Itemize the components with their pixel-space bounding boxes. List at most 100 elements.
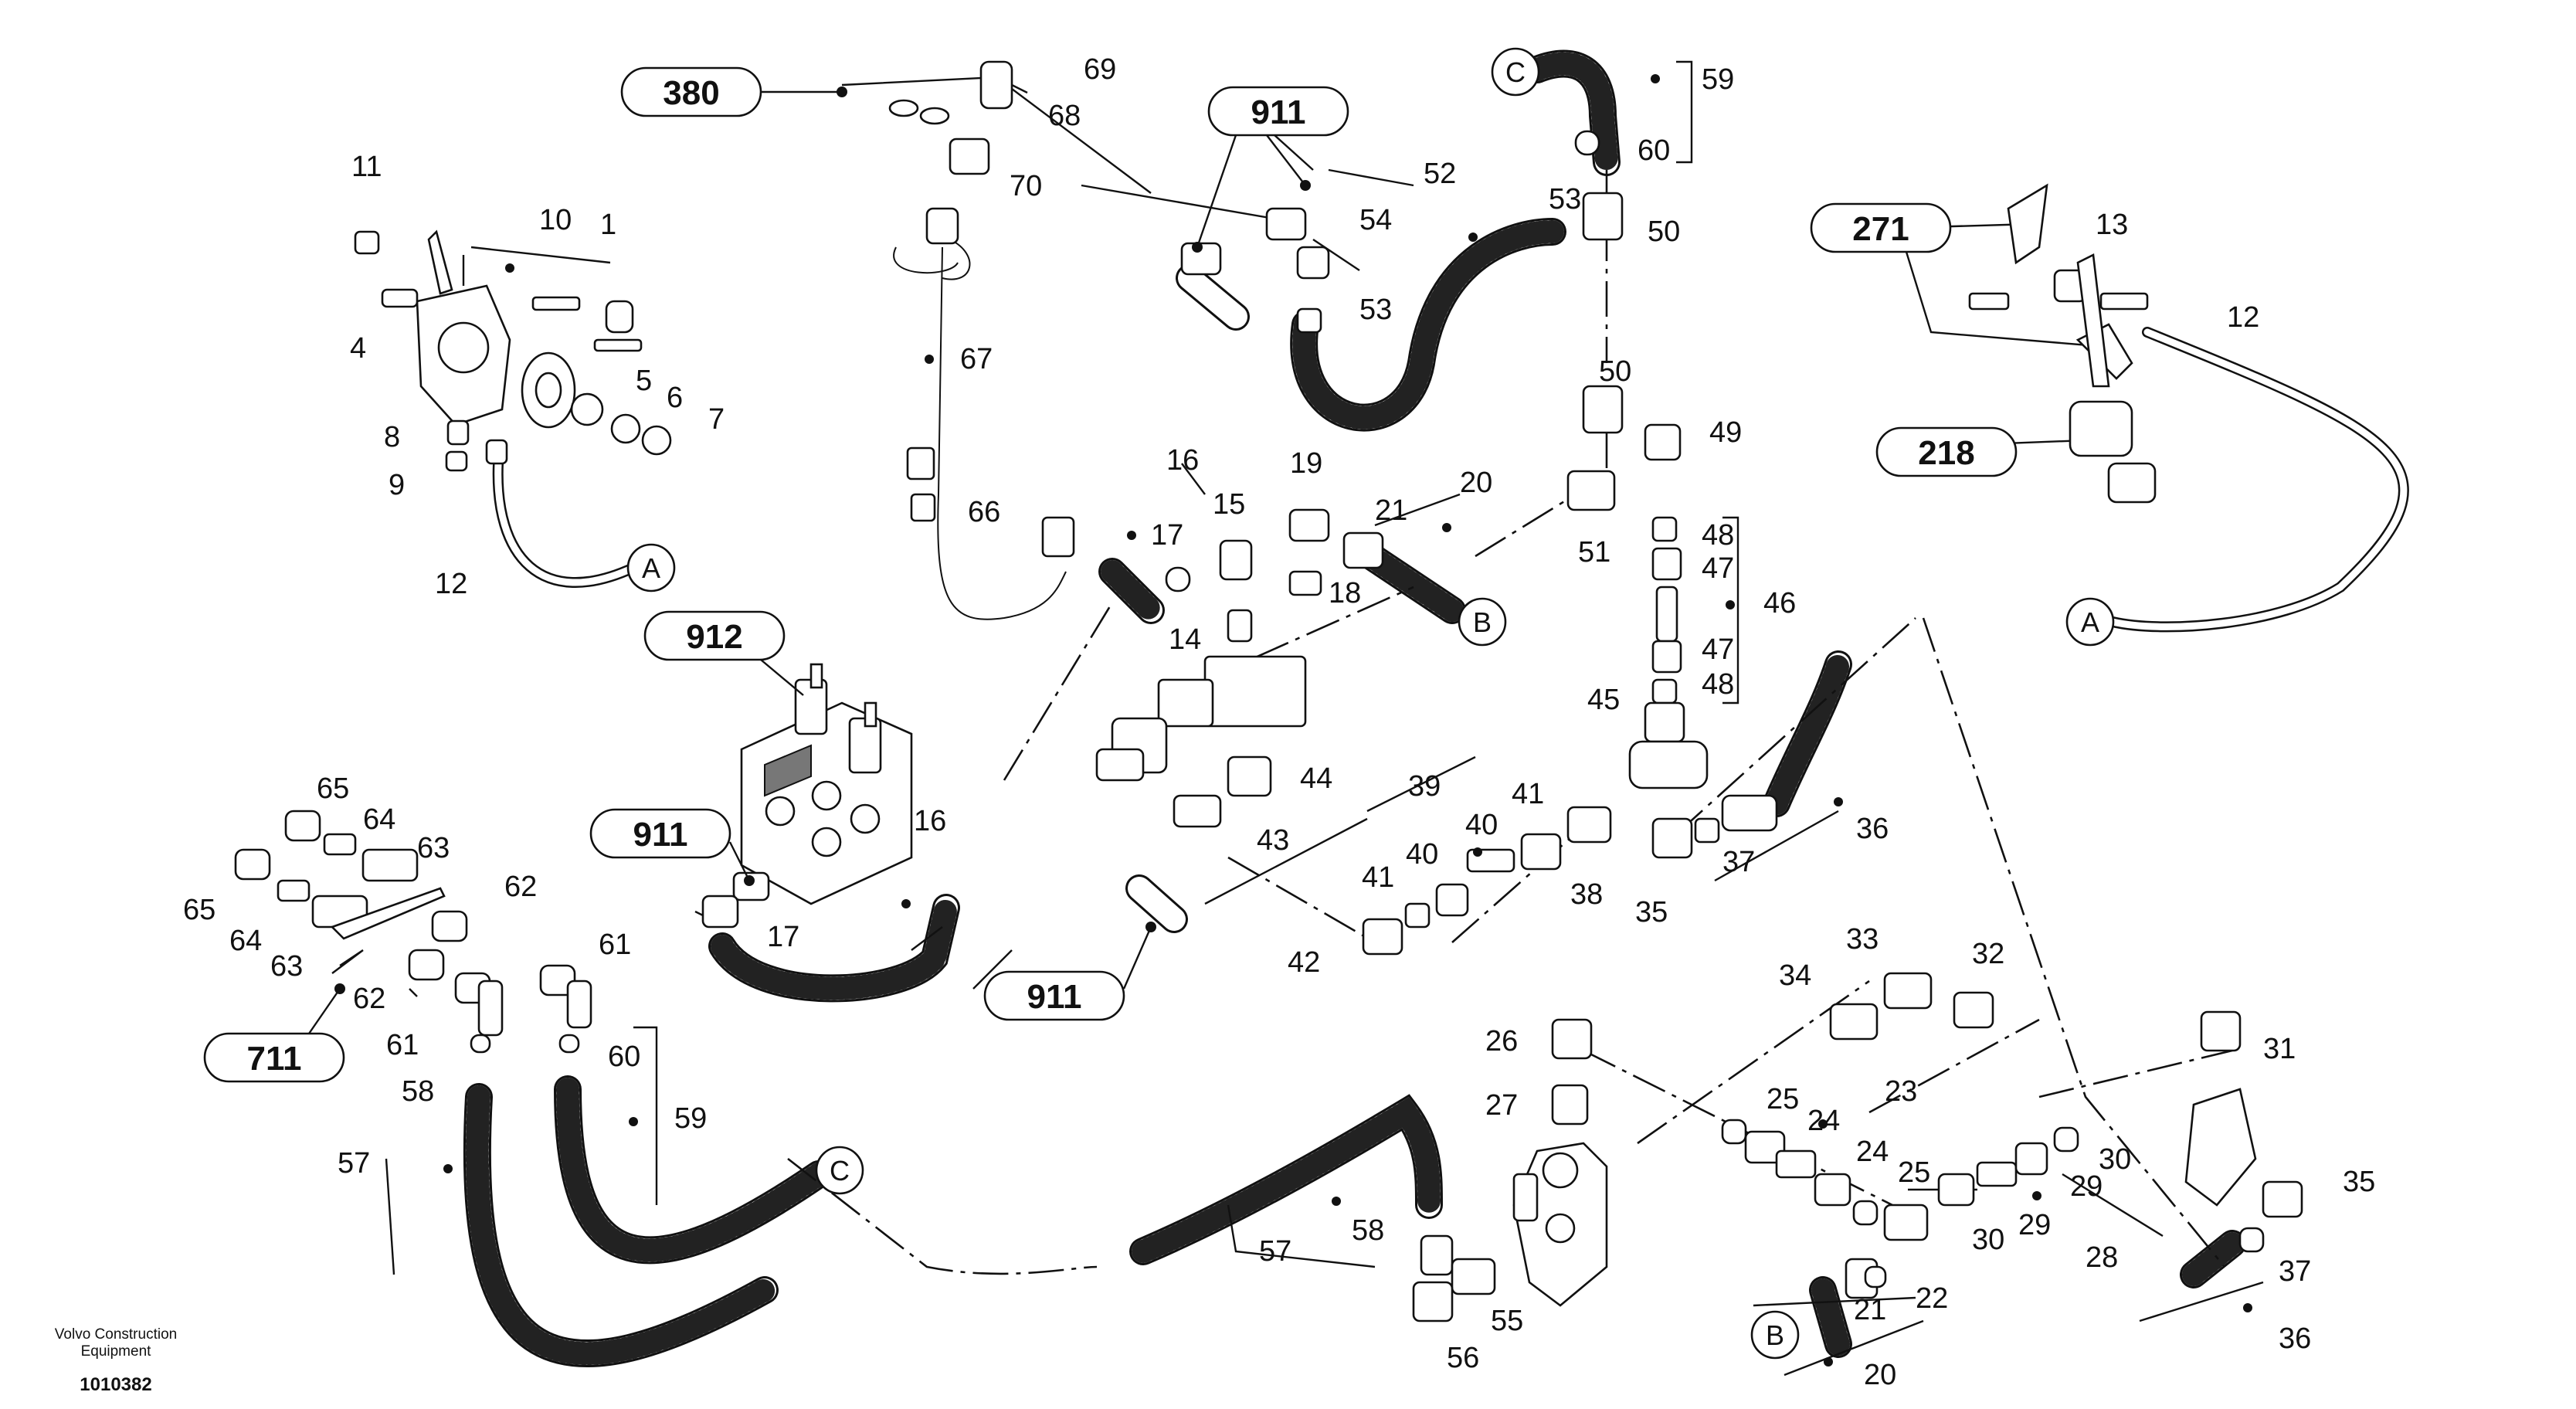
callout-26: 26 [1485, 1025, 1518, 1058]
callout-60-top: 60 [1638, 134, 1670, 167]
brand-line-1: Volvo Construction [55, 1326, 177, 1343]
callout-67: 67 [960, 343, 993, 375]
callout-64-b: 64 [229, 925, 262, 957]
callout-40-b: 40 [1406, 838, 1438, 871]
callout-12-right: 12 [2227, 301, 2259, 334]
fittings [234, 60, 2303, 1322]
callout-29-b: 29 [2018, 1209, 2051, 1241]
callout-37-mid: 37 [1722, 846, 1755, 878]
callout-19: 19 [1290, 447, 1322, 480]
callout-6: 6 [667, 382, 683, 414]
group-ref-711: 711 [203, 983, 345, 1083]
callout-38: 38 [1570, 878, 1603, 911]
footer: Volvo Construction Equipment 1010382 [55, 1326, 177, 1395]
callout-16-top: 16 [1166, 444, 1199, 477]
callout-dots [443, 74, 2252, 1367]
callout-46: 46 [1763, 587, 1796, 620]
callout-20-mid: 20 [1460, 467, 1492, 499]
connection-markers: A A B B C C [626, 47, 2115, 1360]
callout-33: 33 [1846, 923, 1879, 956]
group-ref-911-top-label: 911 [1251, 93, 1306, 131]
callout-16-mid: 16 [914, 805, 946, 837]
callout-30-b: 30 [1972, 1224, 2004, 1256]
control-valve-912 [740, 663, 913, 905]
callout-14: 14 [1169, 623, 1201, 656]
callout-9: 9 [389, 469, 405, 501]
callout-20-bottom: 20 [1864, 1359, 1896, 1391]
group-ref-271-label: 271 [1852, 210, 1909, 248]
callout-53-a: 53 [1549, 183, 1581, 216]
pedal-sensor-assembly [354, 229, 672, 472]
callout-48-a: 48 [1702, 519, 1734, 552]
callout-47-b: 47 [1702, 633, 1734, 666]
callout-10: 10 [539, 204, 572, 236]
callout-21-bottom: 21 [1854, 1294, 1886, 1326]
callout-5: 5 [636, 365, 652, 397]
callout-13: 13 [2096, 209, 2128, 241]
callout-68: 68 [1048, 100, 1081, 132]
callout-60-bot: 60 [608, 1041, 640, 1073]
group-ref-911-mid-label: 911 [633, 816, 688, 854]
brand-line-2: Equipment [81, 1343, 152, 1360]
callout-1: 1 [600, 209, 616, 241]
callout-35-right: 35 [2343, 1166, 2375, 1198]
pilot-valve-218 [1968, 183, 2157, 504]
group-ref-911-bot-label: 911 [1027, 978, 1082, 1016]
callout-66: 66 [968, 496, 1000, 528]
callout-62-b: 62 [353, 983, 385, 1015]
callout-55: 55 [1491, 1305, 1523, 1337]
callout-30-a: 30 [2099, 1143, 2131, 1176]
callout-11: 11 [351, 151, 382, 183]
connector-c-top: C [1505, 56, 1526, 88]
callout-59-top: 59 [1702, 63, 1734, 96]
callout-58-left: 58 [402, 1075, 434, 1108]
callout-47-a: 47 [1702, 552, 1734, 585]
callout-50-a: 50 [1648, 216, 1680, 248]
callout-4: 4 [350, 332, 366, 365]
hoses [463, 49, 2246, 1368]
callout-44: 44 [1300, 762, 1332, 795]
callout-25-a: 25 [1767, 1083, 1799, 1115]
callout-15: 15 [1213, 488, 1245, 521]
document-id: 1010382 [80, 1374, 151, 1395]
group-ref-912-label: 912 [686, 618, 742, 656]
callout-32: 32 [1972, 938, 2004, 970]
callout-41-b: 41 [1362, 861, 1394, 894]
group-ref-911-bot: 911 [983, 922, 1156, 1021]
callout-25-b: 25 [1898, 1156, 1930, 1189]
callout-70: 70 [1010, 170, 1042, 202]
callout-27: 27 [1485, 1089, 1518, 1122]
group-ref-271: 271 [1810, 202, 1952, 253]
callout-52: 52 [1424, 158, 1456, 190]
group-ref-218-label: 218 [1918, 434, 1974, 472]
callout-69: 69 [1084, 53, 1116, 86]
connector-b-bottom: B [1766, 1319, 1784, 1351]
group-ref-911-top: 911 [1192, 86, 1349, 253]
callout-29-a: 29 [2070, 1170, 2103, 1203]
group-ref-218: 218 [1875, 426, 2018, 477]
callout-21-mid: 21 [1375, 494, 1407, 527]
group-references: 380 911 271 218 912 911 911 [203, 66, 2018, 1083]
connector-a-left: A [642, 552, 660, 584]
callout-35-mid: 35 [1635, 896, 1668, 929]
callout-40-a: 40 [1465, 809, 1498, 841]
callout-24-b: 24 [1856, 1136, 1889, 1168]
callout-65-b: 65 [183, 894, 216, 926]
group-ref-911-mid: 911 [589, 808, 755, 886]
connector-b-mid: B [1473, 606, 1492, 638]
priority-valve [1512, 1142, 1608, 1307]
callout-23: 23 [1885, 1075, 1917, 1108]
callout-37-right: 37 [2279, 1255, 2311, 1288]
callout-28: 28 [2086, 1241, 2118, 1274]
callout-7: 7 [708, 403, 725, 436]
callout-17-mid: 17 [767, 921, 799, 953]
callout-36-right: 36 [2279, 1322, 2311, 1355]
callout-8: 8 [384, 421, 400, 453]
callout-49: 49 [1709, 416, 1742, 449]
callout-36-mid: 36 [1856, 813, 1889, 845]
callout-64-a: 64 [363, 803, 395, 836]
callout-63-b: 63 [270, 950, 303, 983]
callout-61-a: 61 [599, 929, 631, 961]
callout-65-a: 65 [317, 772, 349, 805]
